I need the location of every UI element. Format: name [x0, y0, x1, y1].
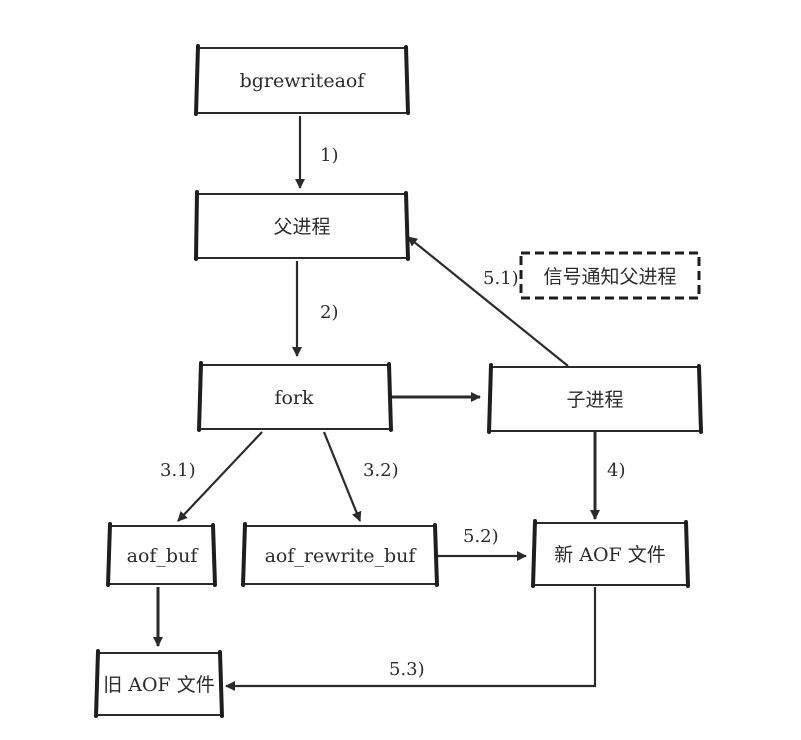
edge-3-1: [177, 431, 263, 522]
node-label-aof-rewrite-buf: aof_rewrite_buf: [265, 545, 418, 567]
edge-label-3-2: 3.2): [363, 460, 399, 481]
node-label-new-aof-file: 新 AOF 文件: [554, 544, 666, 566]
node-child-process: 子进程: [487, 363, 703, 434]
node-label-old-aof-file: 旧 AOF 文件: [103, 674, 215, 696]
edge-label-3-1: 3.1): [160, 460, 196, 481]
node-signal-notify: 信号通知父进程: [519, 251, 701, 300]
node-label-fork: fork: [274, 387, 314, 409]
edge-label-2: 2): [320, 302, 338, 323]
edge-5-3: [225, 587, 597, 691]
edge-label-5-1: 5.1): [483, 268, 519, 289]
edge-5-1: [407, 236, 569, 367]
node-label-aof-buf: aof_buf: [127, 545, 200, 567]
node-label-parent-process: 父进程: [273, 216, 330, 238]
node-fork: fork: [197, 361, 393, 432]
node-label-signal-notify: 信号通知父进程: [543, 266, 676, 288]
edge-label-4: 4): [607, 460, 625, 481]
edge-3-2: [322, 431, 362, 522]
node-label-bgrewriteaof: bgrewriteaof: [240, 70, 367, 92]
node-bgrewriteaof: bgrewriteaof: [194, 44, 410, 116]
edge-label-1: 1): [320, 145, 338, 166]
node-aof-buf: aof_buf: [106, 522, 217, 587]
edge-label-5-2: 5.2): [463, 526, 499, 547]
node-new-aof-file: 新 AOF 文件: [531, 519, 690, 588]
edge-label-5-3: 5.3): [389, 659, 425, 680]
node-aof-rewrite-buf: aof_rewrite_buf: [241, 522, 439, 587]
node-parent-process: 父进程: [194, 190, 410, 261]
node-label-child-process: 子进程: [566, 389, 623, 411]
node-old-aof-file: 旧 AOF 文件: [94, 649, 224, 718]
